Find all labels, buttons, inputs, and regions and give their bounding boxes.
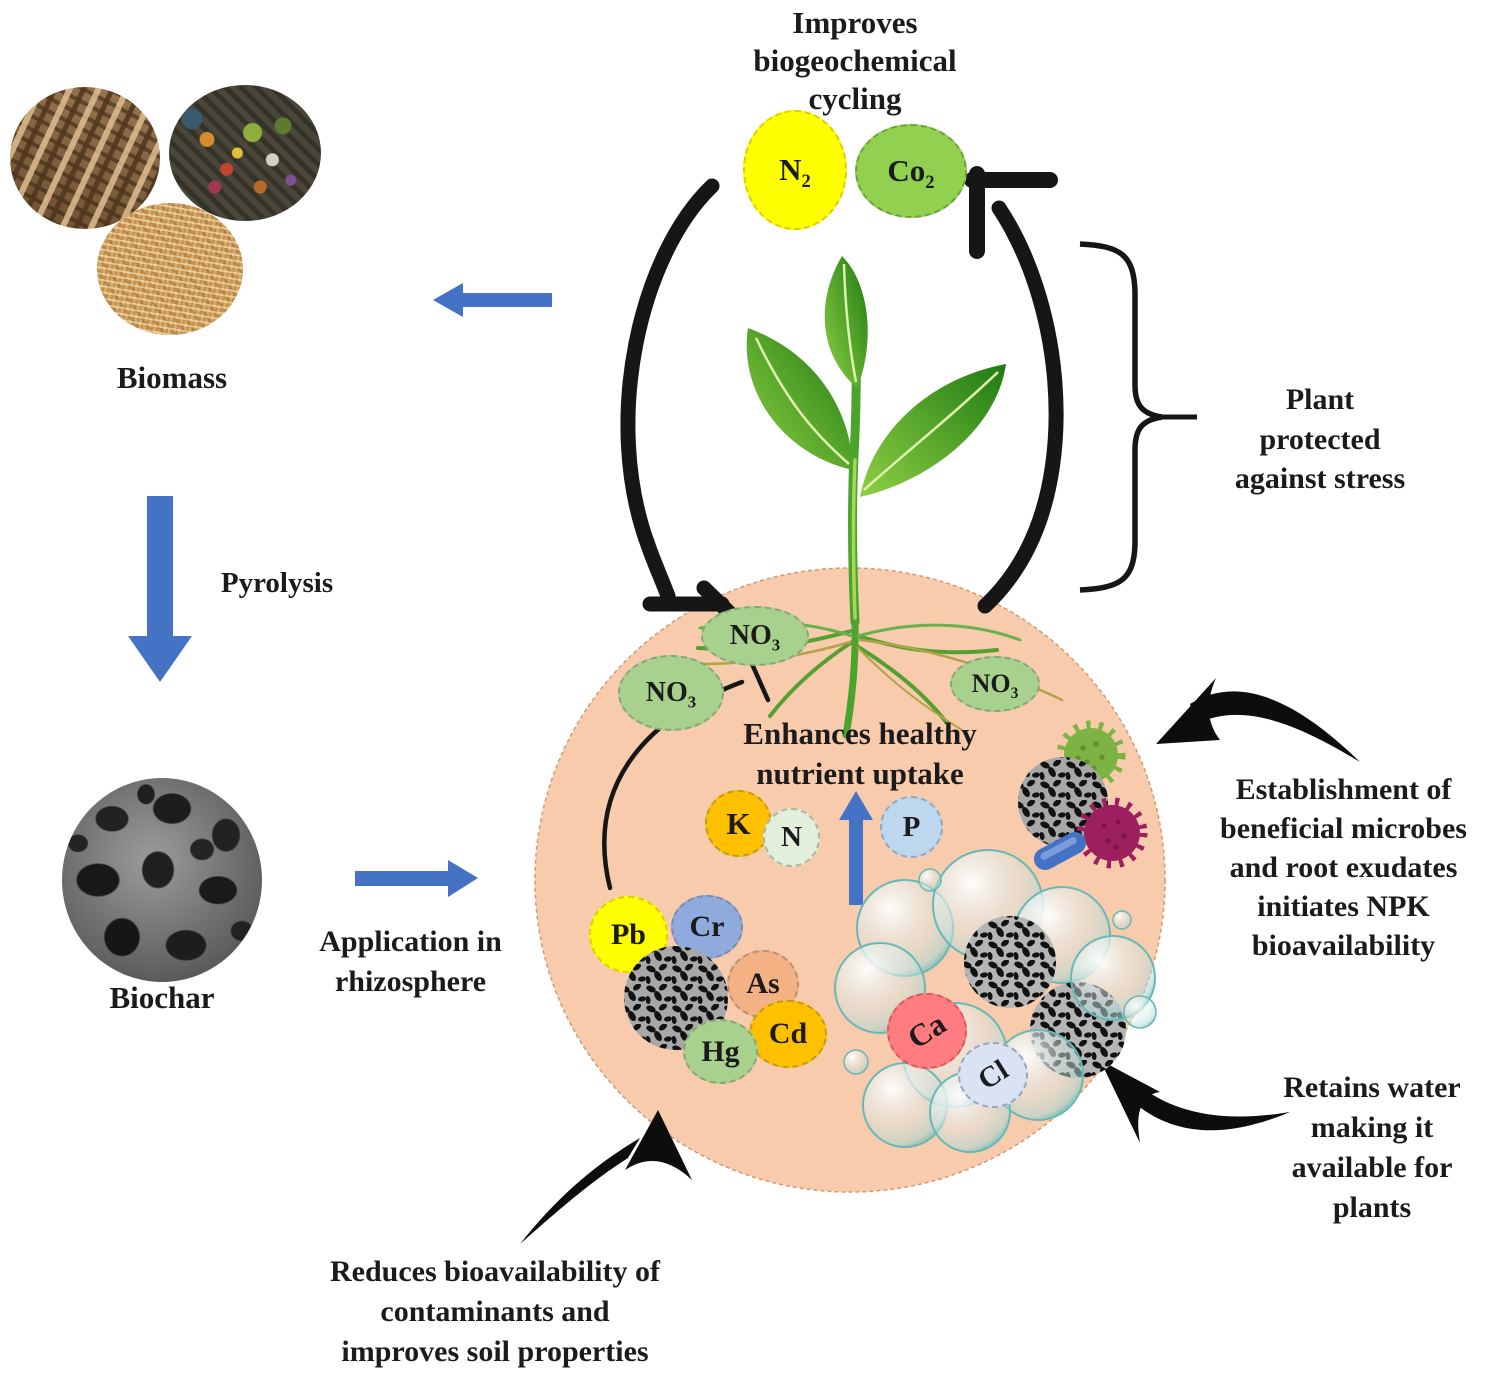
retains-water-label: Retains water making it available for pl…	[1283, 1071, 1461, 1224]
plant-protected-label: Plant protected against stress	[1234, 383, 1406, 496]
biochar-label: Biochar	[109, 980, 215, 1015]
application-label: Application in rhizosphere	[319, 925, 502, 998]
establishment-arrow	[1156, 678, 1360, 762]
co2-molecule: Co2	[855, 124, 967, 218]
metal-pb: Pb	[589, 896, 668, 973]
cycle-arrow-left	[620, 178, 754, 637]
metal-hg: Hg	[683, 1019, 758, 1084]
ion-ca: Ca	[887, 993, 967, 1069]
biomass-label: Biomass	[116, 360, 228, 395]
biochar-image	[62, 778, 262, 982]
n2-label: N	[779, 152, 802, 187]
nutrient-k: K	[705, 790, 772, 857]
to-biomass-arrow	[433, 283, 552, 317]
application-arrow	[355, 860, 478, 897]
no3-molecule-top: NO3	[701, 606, 809, 666]
cycle-arrow-right	[964, 166, 1064, 614]
no3-molecule-right: NO3	[950, 656, 1040, 712]
no3-molecule-left: NO3	[618, 655, 724, 731]
retains-water-arrow	[1100, 1060, 1290, 1143]
ion-cl: Cl	[958, 1042, 1028, 1108]
biomass-photo-woodchips	[10, 87, 160, 229]
nutrient-uptake-arrow	[839, 791, 873, 905]
establishment-label: Establishment of beneficial microbes and…	[1220, 773, 1467, 962]
pyrolysis-arrow	[128, 496, 192, 682]
biomass-photo-compost	[169, 85, 321, 221]
plant-icon	[746, 256, 1006, 627]
reduces-arrow	[520, 1110, 692, 1244]
cycle-title: Improves biogeochemical cycling	[753, 5, 957, 116]
n2-molecule: N2	[743, 110, 847, 230]
nutrient-n: N	[763, 808, 820, 867]
microbes-icon	[1018, 720, 1148, 870]
pyrolysis-label: Pyrolysis	[220, 567, 334, 599]
biomass-photo-sawdust	[97, 203, 243, 335]
reduces-label: Reduces bioavailability of contaminants …	[329, 1255, 660, 1368]
brace	[1079, 241, 1197, 593]
enhances-label: Enhances healthy nutrient uptake	[743, 716, 977, 791]
magenta-microbe-icon	[1076, 797, 1148, 869]
co2-label: Co	[887, 153, 926, 188]
rod-bacterium-icon	[1033, 832, 1087, 870]
metal-cd: Cd	[749, 1000, 827, 1068]
nutrient-p: P	[880, 796, 943, 858]
